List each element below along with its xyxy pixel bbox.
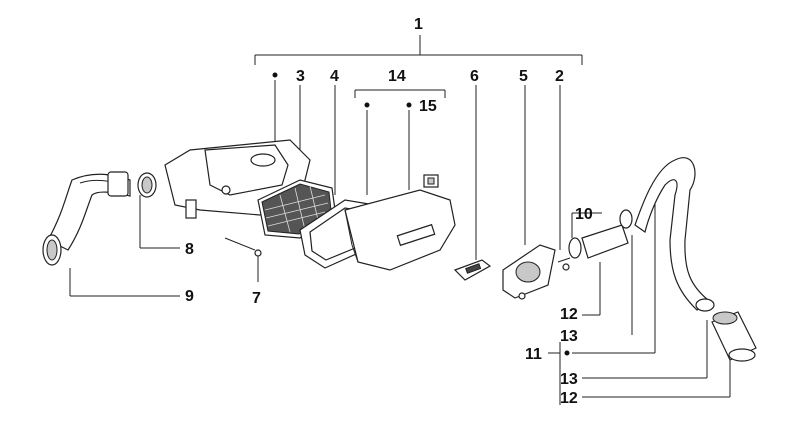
- callout-7: 7: [252, 290, 261, 307]
- inlet-flange-part-5: [502, 244, 556, 300]
- callout-2: 2: [555, 68, 564, 85]
- clamp-ring-part-8: [137, 172, 157, 198]
- intake-hose-part-9: [42, 171, 131, 266]
- callout-14: 14: [388, 68, 406, 85]
- airbox-housing: [164, 139, 311, 219]
- sleeve-part-10: [568, 209, 633, 259]
- leader-lines: [69, 35, 731, 405]
- grommet-part-6: [453, 259, 492, 281]
- callout-3: 3: [296, 68, 305, 85]
- callout-8: 8: [185, 241, 194, 258]
- callout-6: 6: [470, 68, 479, 85]
- callout-4: 4: [330, 68, 339, 85]
- duct-part-13: [634, 157, 709, 311]
- callout-13-lower: 13: [560, 371, 578, 388]
- callout-9: 9: [185, 288, 194, 305]
- screw-part-2: [557, 257, 571, 271]
- airbox-cover: [344, 189, 456, 271]
- hose-end-part-12: [695, 298, 757, 362]
- callout-12-upper: 12: [560, 306, 578, 323]
- clip-part-15: [423, 174, 439, 188]
- callout-12-lower: 12: [560, 390, 578, 407]
- callout-10: 10: [575, 206, 593, 223]
- callout-dots: [272, 72, 570, 356]
- callout-5: 5: [519, 68, 528, 85]
- callout-15: 15: [419, 98, 437, 115]
- callout-1: 1: [414, 16, 423, 33]
- callout-11: 11: [525, 346, 542, 363]
- callout-13-upper: 13: [560, 328, 578, 345]
- screw-part-7: [254, 249, 262, 257]
